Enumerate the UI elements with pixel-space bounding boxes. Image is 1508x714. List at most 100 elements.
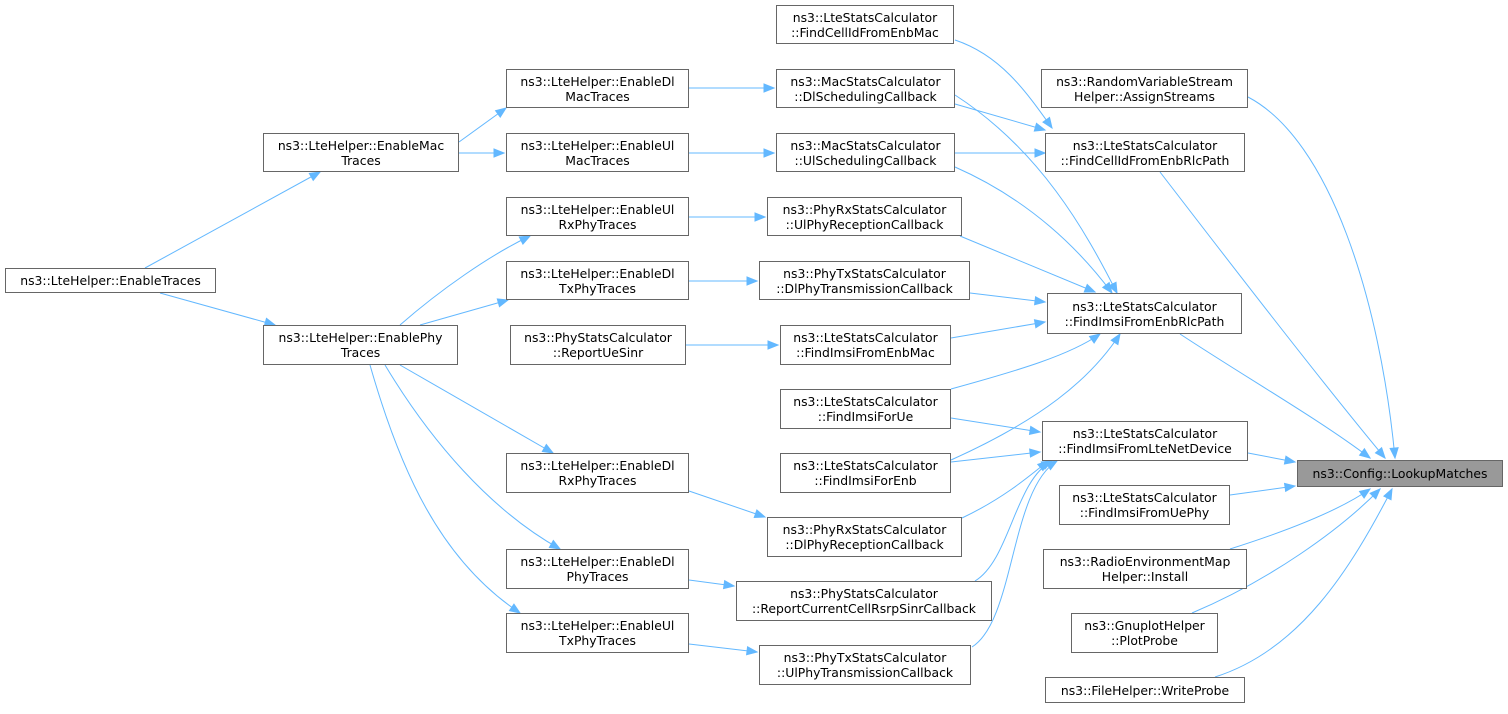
node-dl-phy-reception-callback[interactable]: ns3::PhyRxStatsCalculator ::DlPhyRecepti… xyxy=(767,517,962,557)
node-ul-phy-transmission-callback[interactable]: ns3::PhyTxStatsCalculator ::UlPhyTransmi… xyxy=(759,645,971,685)
node-find-imsi-from-lte-net-device[interactable]: ns3::LteStatsCalculator ::FindImsiFromLt… xyxy=(1042,421,1248,461)
edge-arrowhead-enable-phy-to-dl-rxphy xyxy=(541,443,555,454)
node-label-line1: ns3::LteStatsCalculator xyxy=(792,9,938,25)
node-enable-phy-traces[interactable]: ns3::LteHelper::EnablePhy Traces xyxy=(263,325,458,365)
edge-arrowhead-dl-sched-to-find-imsi-rlc xyxy=(1108,281,1118,295)
edge-arrowhead-enable-mac-to-dl-mac xyxy=(494,107,508,119)
edge-arrowhead-ul-transmission-to-lte-dev xyxy=(1045,460,1059,471)
node-label-line1: ns3::RadioEnvironmentMap xyxy=(1059,554,1231,569)
node-label-line1: ns3::LteHelper::EnableMac xyxy=(277,137,445,153)
node-label-line2: ::ReportCurrentCellRsrpSinrCallback xyxy=(752,601,976,616)
edge-arrowhead-find-imsi-for-ue-to-find-imsi-rlc xyxy=(1088,333,1102,344)
node-label-line1: ns3::LteHelper::EnableTraces xyxy=(20,273,201,288)
node-label-line2: ::UlPhyReceptionCallback xyxy=(785,216,944,232)
edge-arrowhead-enable-traces-to-enable-mac xyxy=(308,171,322,182)
edge-arrowhead-ul-txphy-to-ul-transmission xyxy=(746,646,759,656)
node-label-line2: Traces xyxy=(340,345,381,360)
node-label-line2: ::UlPhyTransmissionCallback xyxy=(776,665,954,680)
node-find-cellid-from-enb-mac[interactable]: ns3::LteStatsCalculator ::FindCellIdFrom… xyxy=(776,5,954,44)
node-radio-environment-map-install[interactable]: ns3::RadioEnvironmentMap Helper::Install xyxy=(1043,549,1247,589)
node-label-line1: ns3::LteStatsCalculator xyxy=(793,330,938,345)
edge-find-imsi-for-enb-to-lte-dev xyxy=(950,451,1041,463)
edge-enable-phy-to-dl-rxphy xyxy=(399,364,554,454)
edge-dl-transmission-to-find-imsi-rlc xyxy=(969,292,1046,303)
node-label-line1: ns3::LteStatsCalculator xyxy=(1072,137,1218,153)
node-label-line1: ns3::Config::LookupMatches xyxy=(1312,466,1488,481)
edge-arrowhead-find-imsi-for-ue-to-lte-dev xyxy=(1028,425,1042,436)
node-label-line2: TxPhyTraces xyxy=(559,280,636,296)
node-dl-phy-transmission-callback[interactable]: ns3::PhyTxStatsCalculator ::DlPhyTransmi… xyxy=(759,261,970,300)
edge-arrowhead-find-imsi-for-enb-to-lte-dev xyxy=(1029,448,1042,458)
edge-arrowhead-enable-phy-to-dl-phy xyxy=(548,539,562,550)
node-mac-ul-scheduling-callback[interactable]: ns3::MacStatsCalculator ::UlSchedulingCa… xyxy=(776,133,955,172)
node-enable-ul-tx-phy-traces[interactable]: ns3::LteHelper::EnableUl TxPhyTraces xyxy=(506,613,689,653)
edge-random-var-to-lookup xyxy=(1247,96,1396,459)
node-label-line2: ::ReportUeSinr xyxy=(552,345,644,360)
node-label-line2: ::FindCellIdFromEnbMac xyxy=(791,24,939,40)
edge-find-imsi-rlc-to-lookup xyxy=(1179,333,1371,459)
edge-arrowhead-dl-mac-to-dl-sched xyxy=(763,83,776,93)
edge-report-rsrp-to-lte-dev xyxy=(974,460,1053,582)
node-label-line1: ns3::LteHelper::EnableDl xyxy=(520,73,675,89)
edge-arrowhead-radio-env-to-lookup xyxy=(1358,488,1372,499)
node-label-line1: ns3::LteHelper::EnableDl xyxy=(520,458,675,473)
edge-arrowhead-ul-rxphy-to-ul-reception xyxy=(754,212,767,222)
node-gnuplot-plot-probe[interactable]: ns3::GnuplotHelper ::PlotProbe xyxy=(1071,613,1218,653)
node-enable-dl-phy-traces[interactable]: ns3::LteHelper::EnableDl PhyTraces xyxy=(506,549,689,589)
node-enable-ul-rx-phy-traces[interactable]: ns3::LteHelper::EnableUl RxPhyTraces xyxy=(506,197,689,236)
node-file-helper-write-probe[interactable]: ns3::FileHelper::WriteProbe xyxy=(1045,677,1245,703)
node-find-imsi-from-enb-rlc-path[interactable]: ns3::LteStatsCalculator ::FindImsiFromEn… xyxy=(1047,293,1242,334)
node-label-line2: ::DlPhyTransmissionCallback xyxy=(776,280,953,296)
node-label-line2: ::UlSchedulingCallback xyxy=(794,152,937,168)
edge-ul-transmission-to-lte-dev xyxy=(971,460,1058,648)
edge-enable-phy-to-ul-rxphy xyxy=(399,235,531,326)
node-enable-dl-mac-traces[interactable]: ns3::LteHelper::EnableDl MacTraces xyxy=(506,69,689,108)
node-enable-dl-rx-phy-traces[interactable]: ns3::LteHelper::EnableDl RxPhyTraces xyxy=(506,453,689,493)
node-find-imsi-for-ue[interactable]: ns3::LteStatsCalculator ::FindImsiForUe xyxy=(780,389,951,429)
node-enable-ul-mac-traces[interactable]: ns3::LteHelper::EnableUl MacTraces xyxy=(506,133,689,172)
node-find-imsi-for-enb[interactable]: ns3::LteStatsCalculator ::FindImsiForEnb xyxy=(780,453,951,493)
edge-arrowhead-writeprobe-to-lookup xyxy=(1383,487,1393,501)
edge-ul-reception-to-find-imsi-rlc xyxy=(959,235,1096,293)
node-report-ue-sinr[interactable]: ns3::PhyStatsCalculator ::ReportUeSinr xyxy=(510,325,686,365)
node-label-line2: ::FindImsiForEnb xyxy=(814,473,917,488)
node-label-line1: ns3::LteHelper::EnablePhy xyxy=(278,330,443,345)
edge-arrowhead-random-var-to-lookup xyxy=(1389,447,1399,460)
node-enable-mac-traces[interactable]: ns3::LteHelper::EnableMac Traces xyxy=(263,133,459,172)
edge-arrowhead-ul-sched-to-cellid-rlc xyxy=(1034,148,1047,158)
node-label-line2: ::DlPhyReceptionCallback xyxy=(785,537,944,552)
edge-ul-sched-to-find-imsi-rlc xyxy=(954,166,1113,294)
node-report-current-cell-rsrp-sinr-callback[interactable]: ns3::PhyStatsCalculator ::ReportCurrentC… xyxy=(736,581,992,621)
edge-arrowhead-ul-mac-to-ul-sched xyxy=(763,148,776,158)
edge-arrowhead-dl-transmission-to-find-imsi-rlc xyxy=(1034,296,1047,306)
node-find-imsi-from-ue-phy[interactable]: ns3::LteStatsCalculator ::FindImsiFromUe… xyxy=(1059,485,1230,525)
node-label-line1: ns3::GnuplotHelper xyxy=(1084,618,1205,633)
edge-arrowhead-lte-dev-to-lookup xyxy=(1283,455,1297,465)
node-label-line2: ::FindImsiForUe xyxy=(817,409,914,424)
edge-arrowhead-uephy-to-lookup xyxy=(1283,482,1297,493)
node-config-lookup-matches: ns3::Config::LookupMatches xyxy=(1297,460,1503,487)
edge-gnuplot-to-lookup xyxy=(1191,488,1381,614)
edge-radio-env-to-lookup xyxy=(1229,488,1371,550)
node-find-cellid-from-enb-rlc-path[interactable]: ns3::LteStatsCalculator ::FindCellIdFrom… xyxy=(1045,133,1245,172)
edge-ul-txphy-to-ul-transmission xyxy=(688,643,758,653)
node-enable-dl-tx-phy-traces[interactable]: ns3::LteHelper::EnableDl TxPhyTraces xyxy=(506,261,689,300)
node-label-line1: ns3::PhyTxStatsCalculator xyxy=(783,265,946,281)
node-label-line2: Traces xyxy=(341,152,381,168)
node-label-line2: ::FindImsiFromEnbMac xyxy=(796,345,935,360)
edge-writeprobe-to-lookup xyxy=(1214,488,1393,678)
node-mac-dl-scheduling-callback[interactable]: ns3::MacStatsCalculator ::DlSchedulingCa… xyxy=(776,69,955,108)
node-ul-phy-reception-callback[interactable]: ns3::PhyRxStatsCalculator ::UlPhyRecepti… xyxy=(767,197,962,236)
edge-arrowhead-cellid-rlc-to-lookup xyxy=(1374,446,1386,460)
edge-arrowhead-enable-phy-to-ul-rxphy xyxy=(518,235,532,245)
node-enable-traces[interactable]: ns3::LteHelper::EnableTraces xyxy=(5,268,216,293)
node-label-line1: ns3::RandomVariableStream xyxy=(1056,73,1233,89)
edge-arrowhead-find-imsi-rlc-to-lookup xyxy=(1358,447,1372,459)
edge-arrowhead-enable-mac-to-ul-mac xyxy=(493,148,506,158)
node-find-imsi-from-enb-mac[interactable]: ns3::LteStatsCalculator ::FindImsiFromEn… xyxy=(780,325,951,365)
node-random-variable-stream-assign-streams[interactable]: ns3::RandomVariableStream Helper::Assign… xyxy=(1041,69,1248,108)
edge-arrowhead-dl-sched-to-cellid-rlc xyxy=(1033,122,1047,132)
edge-uephy-to-lookup xyxy=(1229,485,1296,496)
node-label-line1: ns3::PhyRxStatsCalculator xyxy=(782,522,947,537)
